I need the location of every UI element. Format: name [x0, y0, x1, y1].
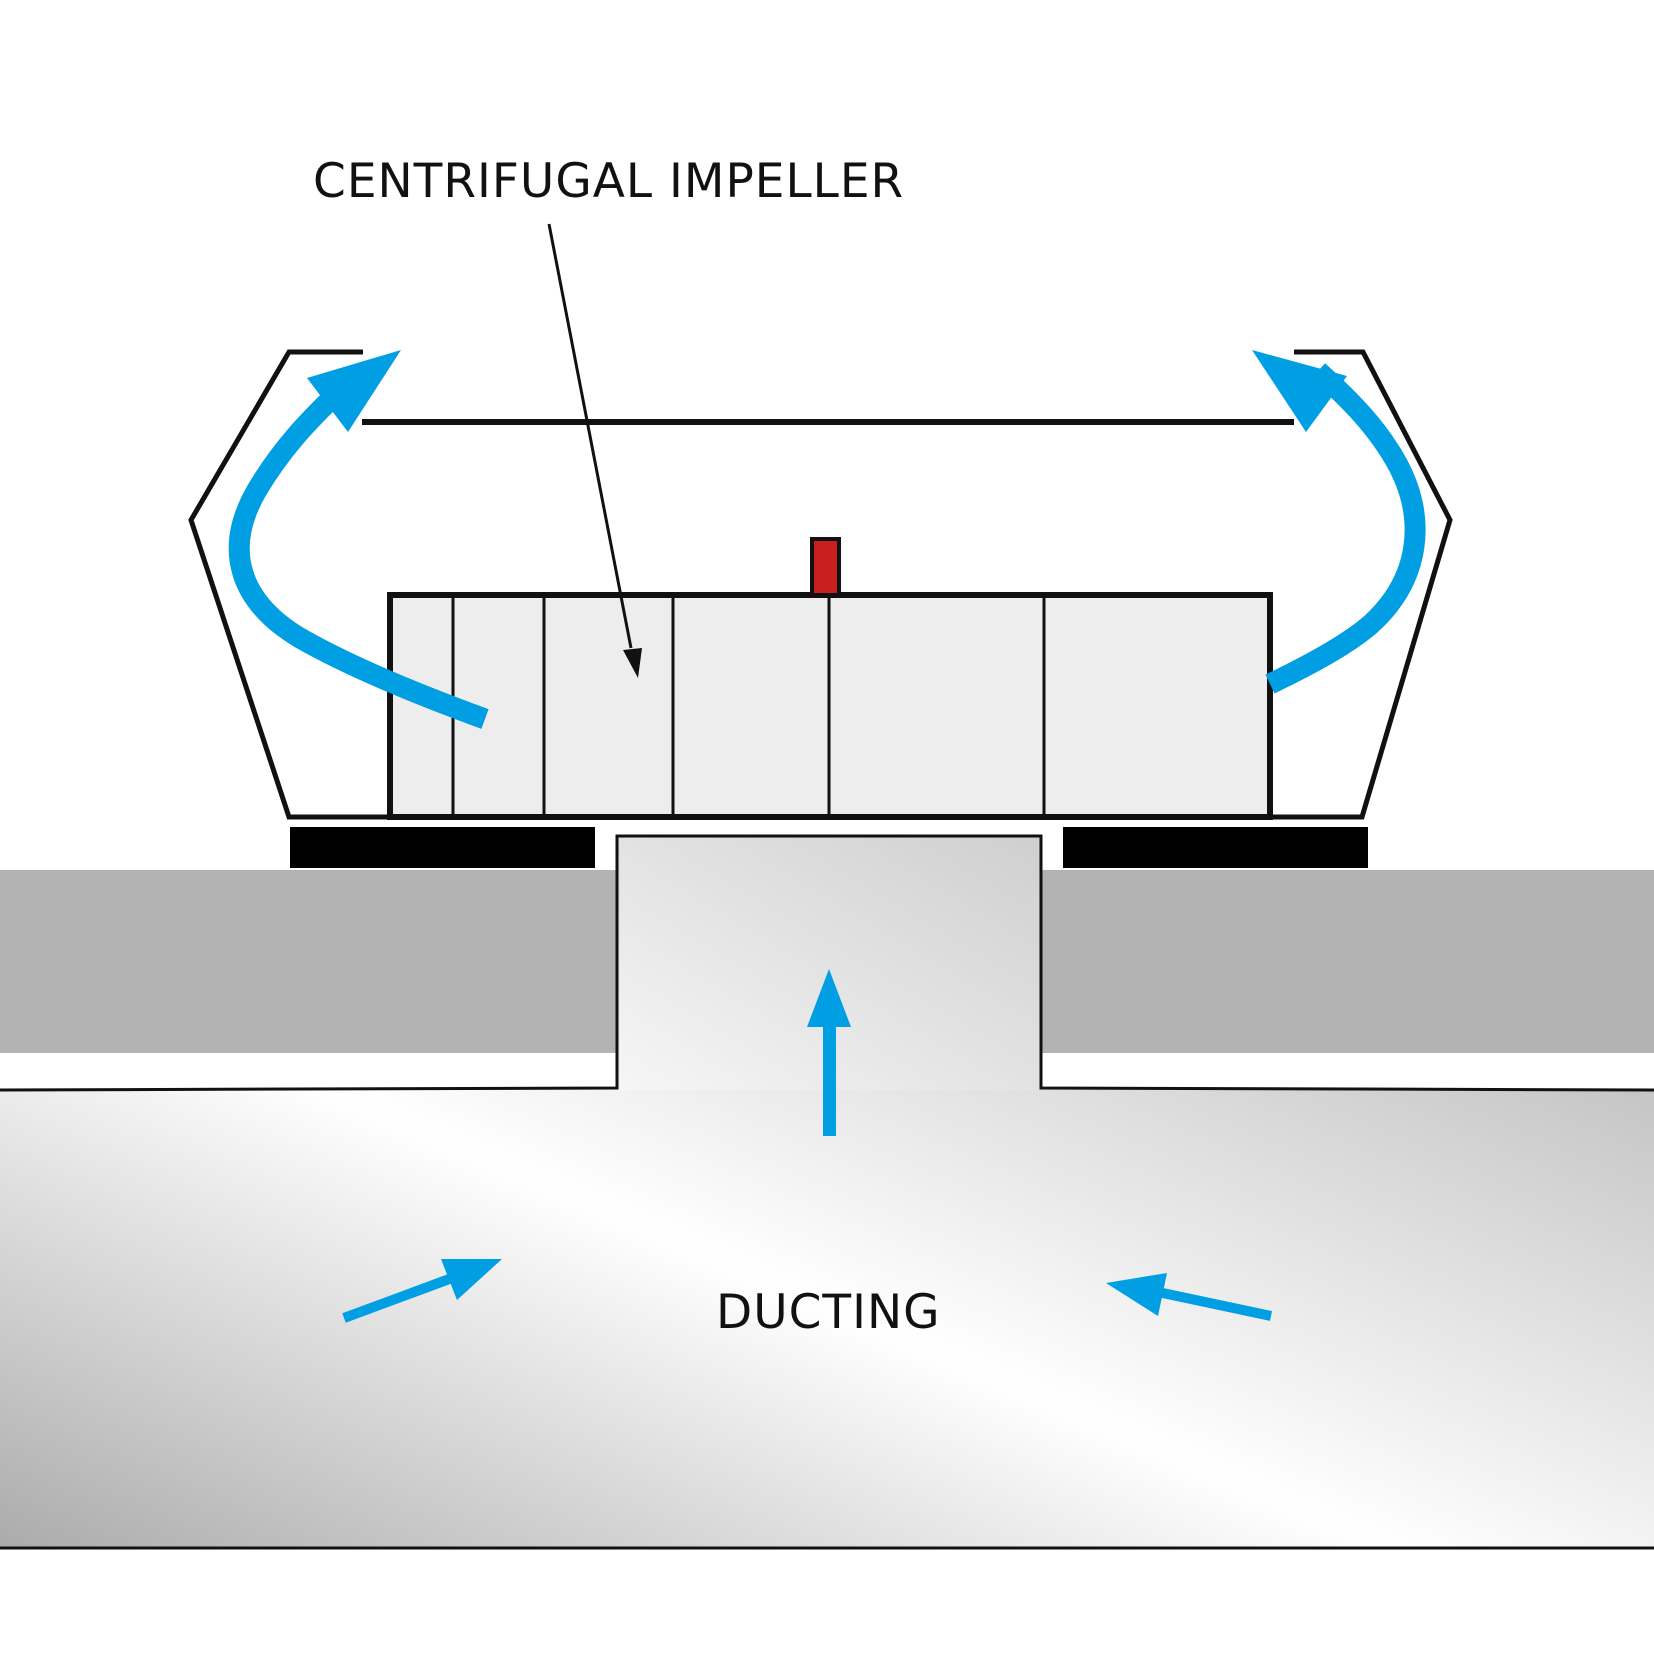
airflow-riser-arrowhead — [807, 969, 851, 1027]
airflow-intake-right — [1156, 1287, 1273, 1321]
ducting-body — [0, 836, 1654, 1548]
airflow-intake-left — [342, 1273, 454, 1323]
impeller-pointer-line — [547, 223, 633, 649]
airflow-riser-shaft — [823, 1025, 836, 1136]
ducting-label: DUCTING — [716, 1285, 941, 1340]
base-plate-right — [1063, 827, 1368, 868]
airflow-intake-left-arrowhead — [441, 1259, 502, 1300]
airflow-intake-right-arrowhead — [1106, 1273, 1167, 1316]
roof-slab-left — [0, 870, 620, 1053]
ducting-outline — [0, 834, 1654, 1092]
fan-housing-right — [1270, 349, 1453, 820]
airflow-exhaust-right-arrowhead — [1252, 350, 1347, 432]
base-plate-left — [290, 827, 595, 868]
airflow-exhaust-right — [1265, 363, 1426, 694]
impeller-label: CENTRIFUGAL IMPELLER — [313, 154, 904, 209]
motor-shaft — [810, 537, 841, 597]
fan-housing-left — [188, 349, 390, 820]
airflow-exhaust-left-arrowhead — [307, 350, 401, 432]
airflow-exhaust-left — [228, 392, 489, 729]
roof-slab-right — [1040, 870, 1654, 1053]
impeller-pointer-arrowhead — [623, 648, 642, 678]
